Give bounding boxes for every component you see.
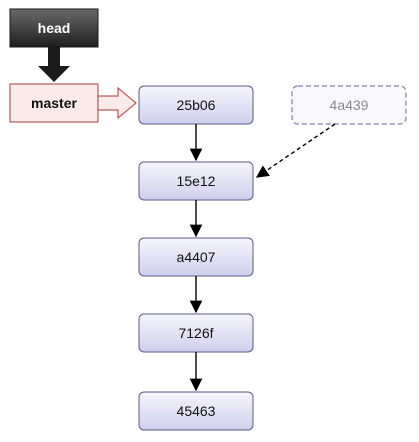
commit-node[interactable]: a4407 bbox=[138, 237, 254, 277]
master-label: master bbox=[31, 95, 77, 111]
master-ref[interactable]: master bbox=[9, 83, 99, 123]
detached-commit-node[interactable]: 4a439 bbox=[291, 85, 407, 125]
detached-parent-arrow bbox=[255, 123, 336, 178]
commit-node[interactable]: 7126f bbox=[138, 313, 254, 353]
commit-id: 25b06 bbox=[177, 97, 216, 113]
commit-id: a4407 bbox=[177, 249, 216, 265]
commit-id: 45463 bbox=[177, 403, 216, 419]
detached-commit-id: 4a439 bbox=[330, 97, 369, 113]
head-to-master-arrow bbox=[38, 47, 70, 82]
commit-node[interactable]: 15e12 bbox=[138, 161, 254, 201]
commit-id: 7126f bbox=[178, 325, 213, 341]
commit-node[interactable]: 25b06 bbox=[138, 85, 254, 125]
commit-id: 15e12 bbox=[177, 173, 216, 189]
master-to-commit-arrow bbox=[97, 86, 137, 120]
head-ref[interactable]: head bbox=[9, 8, 99, 48]
head-label: head bbox=[38, 20, 71, 36]
commit-node[interactable]: 45463 bbox=[138, 391, 254, 431]
